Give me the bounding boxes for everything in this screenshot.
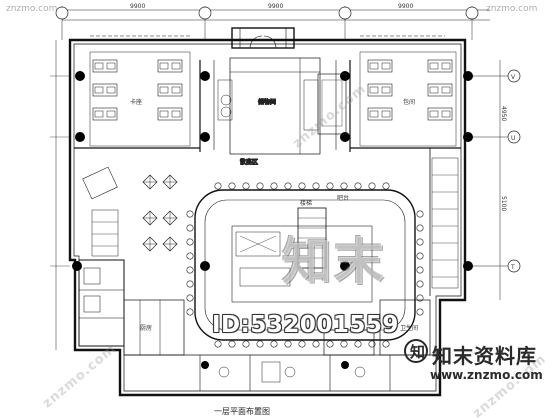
svg-text:9900: 9900 [398,3,413,10]
bar-stool [368,340,376,348]
bar-stool [270,182,278,190]
bar-stool [312,182,320,190]
bar-stool [214,340,222,348]
bar-stool [186,266,194,274]
upper-right-booths: 包间 [359,51,457,147]
upper-left-booths: 卡座 [89,51,191,147]
bar-stool [186,252,194,260]
bottom-service-rooms: 厨房 卫生间 [140,324,418,383]
bar-stool [326,340,334,348]
outer-walls [68,27,467,397]
cafe-seating [82,166,178,257]
svg-text:4950: 4950 [500,106,507,121]
bar-stool [416,266,424,274]
bar-stool [228,182,236,190]
left-dimension-lines [50,40,70,350]
bar-stool [284,340,292,348]
bar-stool [186,294,194,302]
bar-stool [326,182,334,190]
svg-text:散座区: 散座区 [240,158,258,166]
svg-text:楼梯: 楼梯 [300,199,312,207]
svg-text:9900: 9900 [268,3,283,10]
bar-stool [214,182,222,190]
bar-stool [242,340,250,348]
bar-stool [298,182,306,190]
grid-bubbles-right: V U T 4950 5100 [470,60,521,300]
svg-text:T: T [510,264,515,271]
grid-bubbles-top [55,6,479,20]
structural-columns [72,71,473,369]
central-bar: 吧台 楼梯 [186,182,424,348]
bar-stool [416,308,424,316]
bar-stool [416,238,424,246]
top-dimension-lines: 9900 9900 9900 [61,3,490,40]
bar-stool [368,182,376,190]
right-booth-column [431,157,459,289]
bar-stool [298,340,306,348]
bar-stool [354,182,362,190]
drawing-caption: 一层平面布置图 [214,407,270,416]
bar-stool [416,210,424,218]
svg-text:储物间: 储物间 [258,98,276,106]
bar-stool [382,182,390,190]
central-service-area: 储物间 散座区 [217,73,347,167]
svg-text:5100: 5100 [500,196,507,211]
svg-text:9900: 9900 [130,3,145,10]
bar-stool [228,340,236,348]
svg-text:吧台: 吧台 [337,194,349,202]
bar-stool [416,294,424,302]
svg-text:厨房: 厨房 [140,324,152,332]
brand-logo-icon: 知 [404,339,428,363]
bar-stool [416,224,424,232]
bar-stool [256,340,264,348]
svg-text:V: V [511,74,516,81]
svg-text:U: U [511,135,515,142]
bar-stool [186,224,194,232]
svg-text:卡座: 卡座 [130,98,142,106]
bar-stool [186,238,194,246]
bar-stool [340,340,348,348]
interior-partitions [74,57,461,391]
svg-text:包间: 包间 [403,98,415,106]
bar-stool [340,182,348,190]
bar-stool [416,280,424,288]
bar-stool [416,252,424,260]
bar-stool [186,280,194,288]
bar-stool [312,340,320,348]
bar-stool [382,340,390,348]
bar-stool [186,210,194,218]
bar-stool [354,340,362,348]
bar-stool [284,182,292,190]
bar-stool [256,182,264,190]
svg-text:卫生间: 卫生间 [400,324,418,332]
bar-stool [186,308,194,316]
bar-stool [242,182,250,190]
bar-stool [270,340,278,348]
